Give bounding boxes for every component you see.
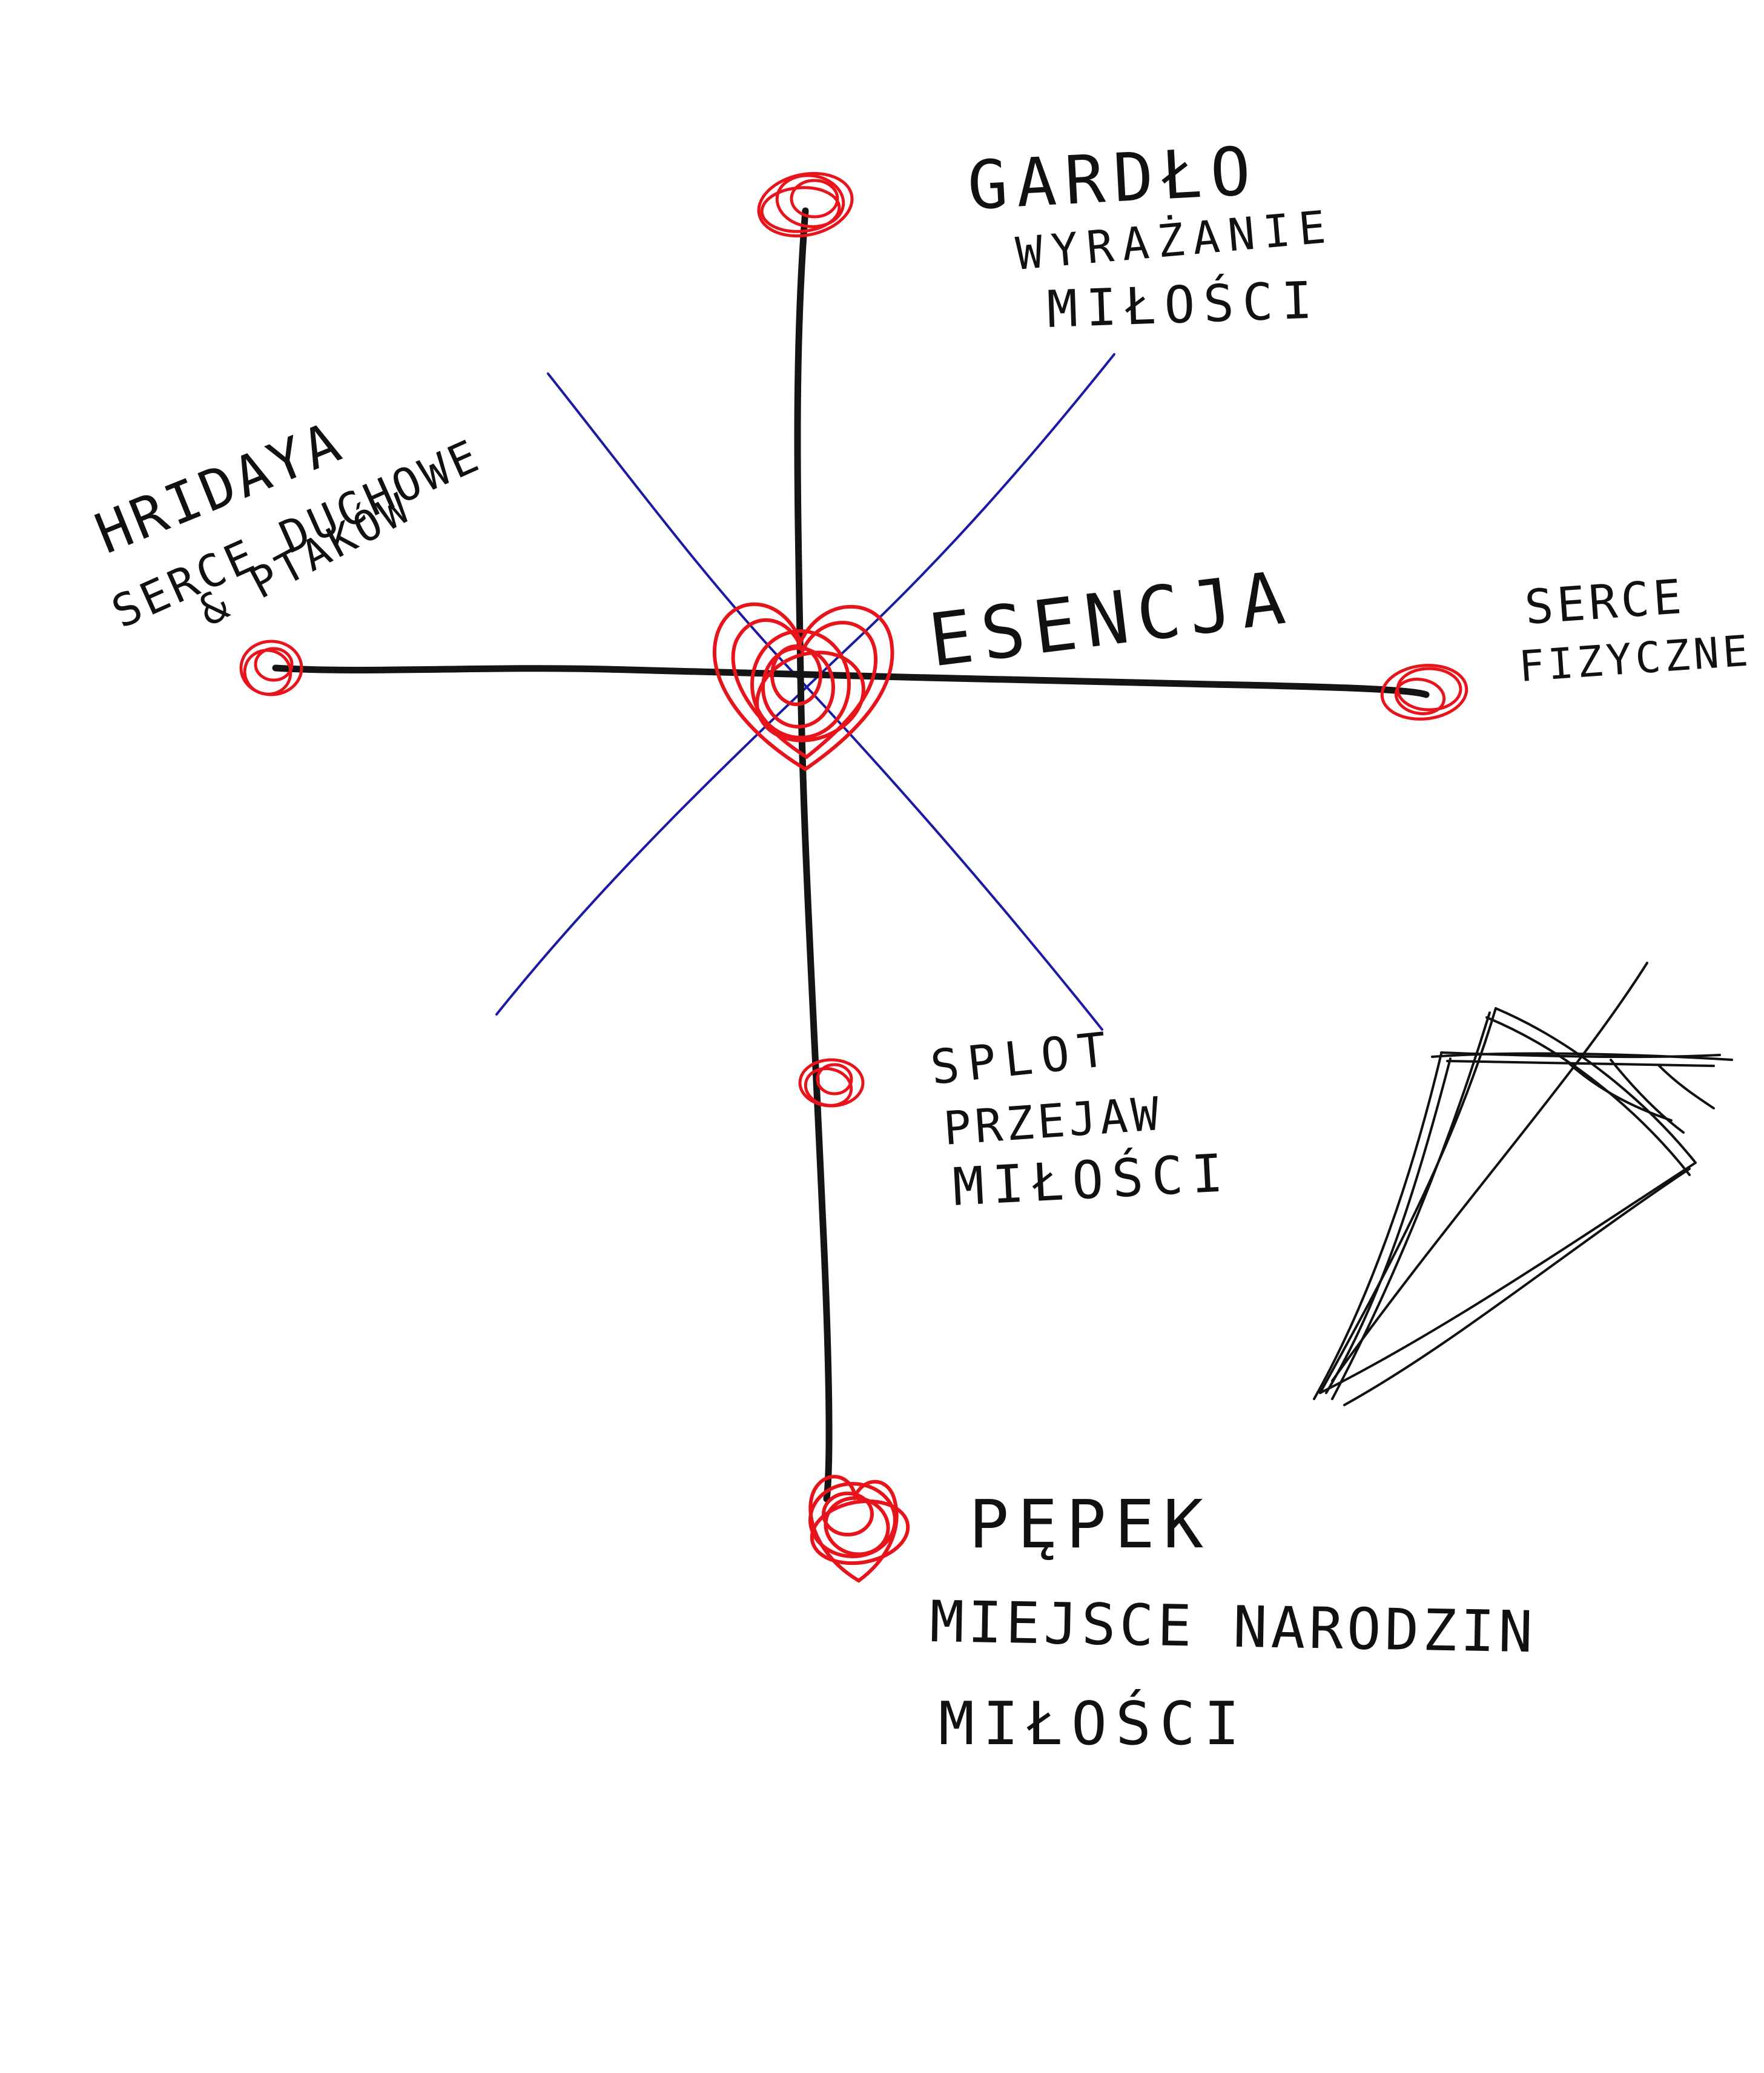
physical-heart-label-line1: SERCE (1523, 570, 1686, 635)
node-plexus-marker (798, 1058, 865, 1108)
node-navel-marker (808, 1475, 910, 1583)
node-hridaya-marker (239, 640, 303, 696)
throat-label-line2: MIŁOŚCI (1046, 270, 1321, 339)
navel-label-line2: MIŁOŚCI (939, 1688, 1248, 1759)
red-markers (239, 171, 1468, 1583)
node-essence-heart-marker (713, 602, 894, 772)
navel-label-line1: MIEJSCE NARODZIN (930, 1589, 1537, 1665)
plexus-label-line3: MIŁOŚCI (951, 1142, 1233, 1218)
throat-label-title: GARDŁO (966, 132, 1261, 225)
node-physical-heart-marker (1380, 664, 1468, 721)
node-throat-marker (757, 171, 854, 238)
navel-label-title: PĘPEK (969, 1486, 1212, 1563)
kite-sketch (1313, 962, 1733, 1406)
vertical-axis (794, 207, 833, 1503)
